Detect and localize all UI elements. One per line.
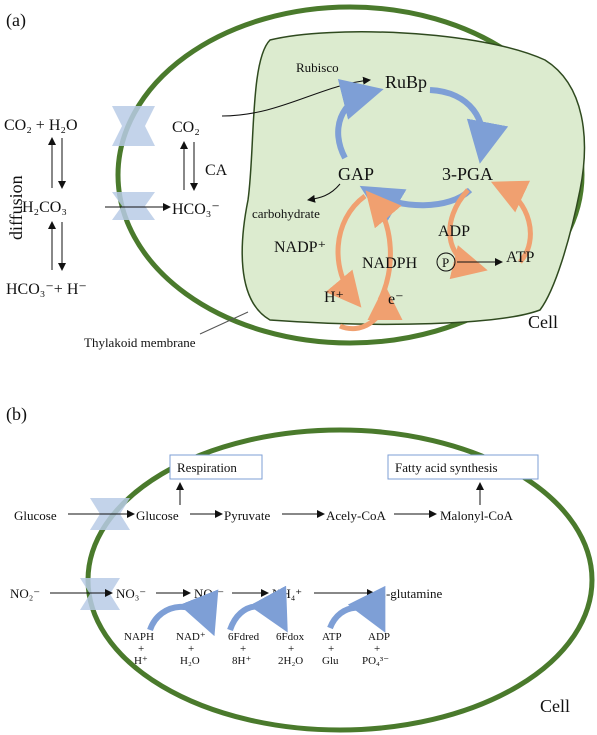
adp-b-text: ADP	[368, 631, 390, 643]
plus-4: +	[288, 643, 294, 655]
acely-coa-text: Acely-CoA	[326, 508, 387, 523]
hplus-b-text: H⁺	[134, 655, 148, 667]
atp-arrow-2	[490, 180, 533, 264]
l-glutamine-text: L-glutamine	[378, 586, 442, 601]
hplus-text: H⁺	[324, 289, 344, 306]
glucose-out-text: Glucose	[14, 508, 57, 523]
rubp-text: RuBp	[385, 72, 427, 92]
h2o-text: H₂O	[180, 655, 200, 667]
co2-h2o-text: CO₂ + H₂O	[4, 117, 78, 134]
fatty-acid-box	[387, 454, 539, 480]
plus-5: +	[328, 643, 334, 655]
no2-out-text: NO₂⁻	[10, 586, 40, 601]
carbohydrate-text: carbohydrate	[252, 206, 320, 221]
atp-b-text: ATP	[322, 631, 342, 643]
glucose-in-text: Glucose	[136, 508, 179, 523]
nadph-arrow-1	[325, 193, 367, 308]
atp-arrow-1	[447, 188, 488, 280]
hco3-transporter	[112, 192, 155, 220]
8hplus-text: 8H⁺	[232, 655, 251, 667]
gap-text: GAP	[338, 164, 374, 184]
fdox-text: 6Fdox	[276, 631, 305, 643]
no2-in-text: NO₂⁻	[194, 586, 224, 601]
naph-text: NAPH	[124, 631, 154, 643]
malonyl-coa-text: Malonyl-CoA	[440, 508, 514, 523]
atp-text: ATP	[506, 249, 535, 266]
cell-label-a: Cell	[528, 312, 558, 332]
plus-6: +	[374, 643, 380, 655]
glu-text: Glu	[322, 655, 339, 667]
nh4-text: NH₄⁺	[272, 586, 302, 601]
pga-text: 3-PGA	[442, 164, 493, 184]
calvin-arrow-1	[429, 87, 509, 164]
phosphate-text: P	[442, 255, 449, 270]
cell-label-b: Cell	[540, 696, 570, 716]
calvin-arrow-3	[335, 78, 384, 160]
pyruvate-text: Pyruvate	[224, 508, 270, 523]
2h2o-text: 2H₂O	[278, 655, 303, 667]
glutamine-synthetase-arrow	[327, 585, 386, 633]
po4-text: PO₄³⁻	[362, 655, 389, 667]
chloroplast	[241, 31, 586, 326]
h2co3-text: H₂CO₃	[22, 199, 67, 216]
nadph-text: NADPH	[362, 255, 418, 272]
nitrite-reductase-arrow	[227, 585, 288, 633]
fdred-text: 6Fdred	[228, 631, 260, 643]
panel-a: (a) CO₂ + H₂O H₂CO₃ HCO₃⁻+ H⁻ diffusion …	[4, 4, 586, 350]
panel-b: (b) Respiration Fatty acid synthesis Glu…	[6, 404, 595, 733]
plus-3: +	[240, 643, 246, 655]
nadp-text: NADP⁺	[274, 239, 326, 256]
no3-in-text: NO₃⁻	[116, 586, 146, 601]
co2-in-text: CO₂	[172, 119, 200, 136]
diffusion-text: diffusion	[6, 175, 26, 240]
electron-arrow	[338, 285, 403, 332]
nitrate-transporter	[80, 578, 120, 610]
nadplus-text: NAD⁺	[176, 631, 206, 643]
adp-text: ADP	[438, 223, 470, 240]
nitrate-reductase-arrow	[147, 589, 219, 637]
respiration-box	[169, 454, 263, 480]
hco3-h-text: HCO₃⁻+ H⁻	[6, 281, 87, 298]
eminus-text: e⁻	[388, 291, 404, 308]
ca-text: CA	[205, 162, 228, 179]
plus-2: +	[188, 643, 194, 655]
phosphate-circle	[436, 252, 456, 272]
rubisco-text: Rubisco	[296, 60, 339, 75]
panel-b-label: (b)	[6, 404, 27, 425]
respiration-text: Respiration	[177, 460, 237, 475]
fatty-acid-text: Fatty acid synthesis	[395, 460, 498, 475]
hco3-in-text: HCO₃⁻	[172, 201, 220, 218]
co2-transporter	[112, 106, 155, 146]
thylakoid-text: Thylakoid membrane	[84, 335, 196, 350]
plus-1: +	[138, 643, 144, 655]
panel-a-label: (a)	[6, 10, 26, 31]
